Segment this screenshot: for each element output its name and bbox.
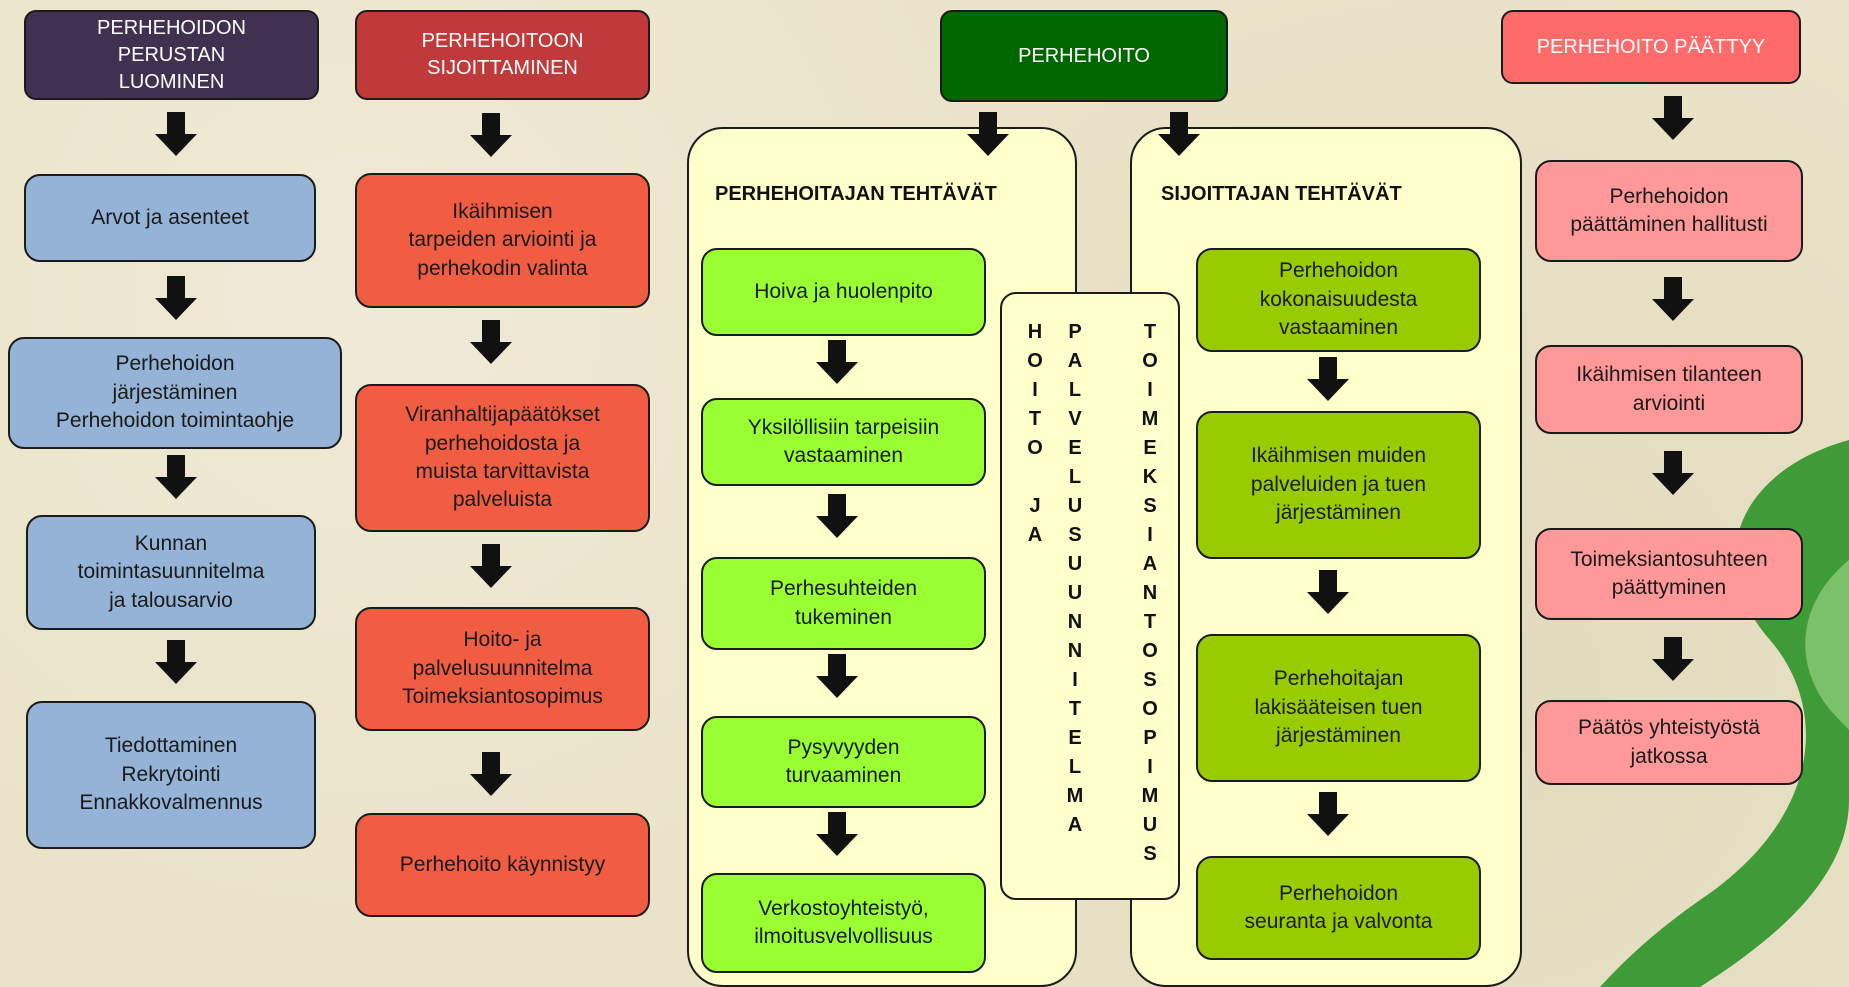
panel-title-perhehoitajan: PERHEHOITAJAN TEHTÄVÄT [715, 183, 997, 205]
header-perhehoitoon-sijoittaminen: PERHEHOITOON SIJOITTAMINEN [355, 10, 650, 100]
end-tilanteen-arviointi: Ikäihmisen tilanteen arviointi [1535, 345, 1803, 434]
task-seuranta-ja-valvonta: Perhehoidon seuranta ja valvonta [1196, 856, 1481, 960]
arrow-down-icon [155, 640, 197, 684]
step-kunnan-toimintasuunnitelma: Kunnan toimintasuunnitelma ja talousarvi… [26, 515, 316, 630]
task-kokonaisuudesta-vastaaminen: Perhehoidon kokonaisuudesta vastaaminen [1196, 248, 1481, 352]
task-perhesuhteiden-tukeminen: Perhesuhteiden tukeminen [701, 557, 986, 650]
arrow-down-icon [470, 320, 512, 364]
end-toimeksiantosuhteen-paattyminen: Toimeksiantosuhteen päättyminen [1535, 528, 1803, 620]
arrow-down-icon [155, 276, 197, 320]
step-tarpeiden-arviointi: Ikäihmisen tarpeiden arviointi ja perhek… [355, 173, 650, 308]
vertical-text-palvelusuunnitelma: P A L V E L U S U U N N I T E L M A [1066, 321, 1084, 836]
arrow-down-icon [1307, 357, 1349, 401]
task-muiden-palveluiden-jarjestaminen: Ikäihmisen muiden palveluiden ja tuen jä… [1196, 411, 1481, 559]
arrow-down-icon [1307, 570, 1349, 614]
header-perhehoito-paattyy: PERHEHOITO PÄÄTTYY [1501, 10, 1801, 84]
panel-title-sijoittajan: SIJOITTAJAN TEHTÄVÄT [1161, 183, 1402, 205]
arrow-down-icon [470, 752, 512, 796]
arrow-down-icon [1158, 112, 1200, 156]
arrow-down-icon [470, 544, 512, 588]
arrow-down-icon [1652, 451, 1694, 495]
arrow-down-icon [1652, 96, 1694, 140]
task-pysyvyyden-turvaaminen: Pysyvyyden turvaaminen [701, 716, 986, 808]
arrow-down-icon [967, 112, 1009, 156]
arrow-down-icon [816, 654, 858, 698]
task-lakisaateisen-tuen-jarjestaminen: Perhehoitajan lakisääteisen tuen järjest… [1196, 634, 1481, 782]
header-perhehoito: PERHEHOITO [940, 10, 1228, 102]
arrow-down-icon [470, 113, 512, 157]
step-perhehoito-kaynnistyy: Perhehoito käynnistyy [355, 813, 650, 917]
vertical-label-box [1000, 292, 1180, 900]
step-hoito-ja-palvelusuunnitelma: Hoito- ja palvelusuunnitelma Toimeksiant… [355, 607, 650, 731]
end-paatos-yhteistyosta: Päätös yhteistyöstä jatkossa [1535, 700, 1803, 785]
step-tiedottaminen: Tiedottaminen Rekrytointi Ennakkovalmenn… [26, 701, 316, 849]
arrow-down-icon [1307, 792, 1349, 836]
vertical-text-toimeksiantosopimus: T O I M E K S I A N T O S O P I M U S [1141, 321, 1159, 865]
arrow-down-icon [816, 340, 858, 384]
arrow-down-icon [816, 494, 858, 538]
task-yksilollisiin-tarpeisiin: Yksilöllisiin tarpeisiin vastaaminen [701, 398, 986, 486]
step-perhehoidon-jarjestaminen: Perhehoidon järjestäminen Perhehoidon to… [8, 337, 342, 449]
vertical-text-hoito-ja: H O I T O J A [1027, 321, 1043, 546]
arrow-down-icon [155, 455, 197, 499]
arrow-down-icon [1652, 277, 1694, 321]
arrow-down-icon [1652, 637, 1694, 681]
end-paattaminen-hallitusti: Perhehoidon päättäminen hallitusti [1535, 160, 1803, 262]
task-verkostoyhteistyo: Verkostoyhteistyö, ilmoitusvelvollisuus [701, 873, 986, 973]
arrow-down-icon [816, 812, 858, 856]
step-viranhaltijapaatokset: Viranhaltijapäätökset perhehoidosta ja m… [355, 384, 650, 532]
arrow-down-icon [155, 112, 197, 156]
task-hoiva-ja-huolenpito: Hoiva ja huolenpito [701, 248, 986, 336]
header-perustan-luominen: PERHEHOIDON PERUSTAN LUOMINEN [24, 10, 319, 100]
step-arvot-ja-asenteet: Arvot ja asenteet [24, 174, 316, 262]
